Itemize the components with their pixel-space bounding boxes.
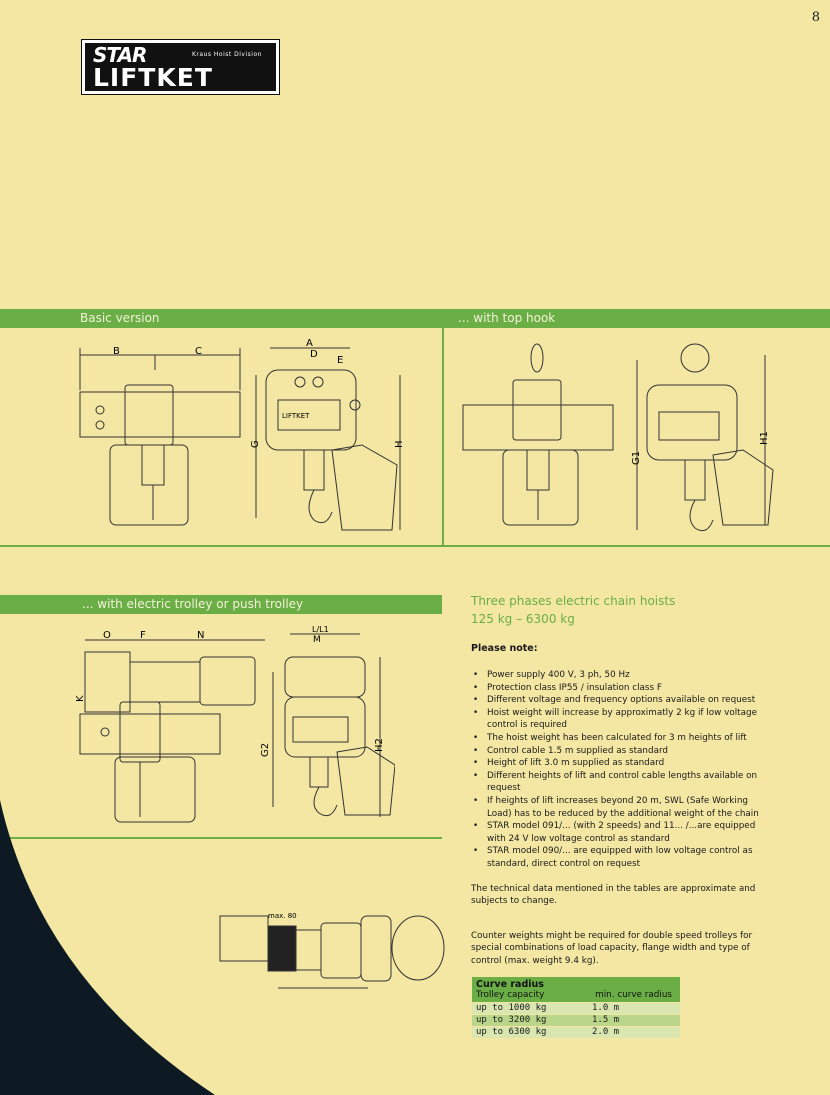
cell-capacity: up to 1000 kg [476, 1003, 547, 1013]
dim-label-n: N [197, 630, 204, 641]
curve-table-title: Curve radius [476, 979, 544, 990]
dim-label-m: M [313, 635, 321, 645]
dim-label-g: G [250, 440, 261, 448]
note-item: The hoist weight has been calculated for… [471, 732, 761, 745]
heading-line1: Three phases electric chain hoists [471, 594, 676, 608]
cell-radius: 2.0 m [592, 1027, 620, 1037]
section-band-top: Basic version ... with top hook [0, 309, 830, 328]
cell-capacity: up to 6300 kg [476, 1027, 547, 1037]
note-item: Control cable 1.5 m supplied as standard [471, 745, 761, 758]
product-heading: Three phases electric chain hoists 125 k… [471, 592, 801, 628]
section-band-trolley: ... with electric trolley or push trolle… [0, 595, 442, 614]
notes-list: Power supply 400 V, 3 ph, 50 HzProtectio… [471, 669, 761, 871]
section-title-top-hook: ... with top hook [458, 311, 556, 325]
table-row: up to 1000 kg 1.0 m [472, 1002, 680, 1014]
logo-tagline: Kraus Hoist Division [192, 51, 262, 58]
note-item: Height of lift 3.0 m supplied as standar… [471, 757, 761, 770]
section-title-basic: Basic version [80, 311, 160, 325]
col-header-capacity: Trolley capacity [476, 990, 545, 1000]
section-rule-top [0, 545, 830, 547]
cell-radius: 1.0 m [592, 1003, 620, 1013]
please-note-title: Please note: [471, 643, 538, 654]
note-item: Different heights of lift and control ca… [471, 770, 761, 795]
cell-radius: 1.5 m [592, 1015, 620, 1025]
dim-label-h2: H2 [374, 738, 385, 752]
dim-label-k: K [75, 695, 86, 702]
note-item: Different voltage and frequency options … [471, 694, 761, 707]
dim-label-h1: H1 [759, 431, 770, 445]
dim-label-b: B [113, 346, 120, 357]
dim-label-c: C [195, 346, 202, 357]
dim-label-e: E [337, 355, 343, 366]
paragraph-counter-weights: Counter weights might be required for do… [471, 931, 753, 966]
note-item: STAR model 090/... are equipped with low… [471, 845, 761, 870]
dim-label-l: L/L1 [312, 625, 329, 634]
section-title-trolley: ... with electric trolley or push trolle… [82, 597, 304, 611]
note-item: STAR model 091/... (with 2 speeds) and 1… [471, 820, 761, 845]
note-item: Hoist weight will increase by approximat… [471, 707, 761, 732]
dim-label-f: F [140, 630, 146, 641]
star-liftket-logo: STAR Kraus Hoist Division LIFTKET [82, 40, 279, 94]
table-row: up to 3200 kg 1.5 m [472, 1014, 680, 1026]
heading-line2: 125 kg – 6300 kg [471, 612, 575, 626]
section-divider [442, 328, 444, 545]
hoist-nameplate: LIFTKET [282, 412, 310, 420]
section-rule-trolley [0, 837, 442, 839]
dim-label-h: H [394, 440, 405, 448]
curve-radius-table: Curve radius Trolley capacity min. curve… [472, 977, 680, 1038]
detail-label-max: max. 80 [268, 912, 297, 920]
cell-capacity: up to 3200 kg [476, 1015, 547, 1025]
basic-version-drawing: B C A D E G H LIFTKET [79, 338, 405, 531]
logo-line2: LIFTKET [93, 63, 213, 92]
dim-label-g2: G2 [260, 743, 271, 757]
dim-label-g1: G1 [631, 451, 642, 465]
curve-table-header: Curve radius Trolley capacity min. curve… [472, 977, 680, 1002]
logo-line1: STAR [93, 43, 147, 67]
note-item: If heights of lift increases beyond 20 m… [471, 795, 761, 820]
page-number: 8 [811, 10, 820, 25]
note-item: Power supply 400 V, 3 ph, 50 Hz [471, 669, 761, 682]
decorative-curve [0, 800, 215, 1095]
top-hook-drawing: G1 H1 [462, 343, 774, 532]
table-row: up to 6300 kg 2.0 m [472, 1026, 680, 1038]
dim-label-o: O [103, 630, 111, 641]
col-header-radius: min. curve radius [595, 990, 672, 1000]
note-item: Protection class IP55 / insulation class… [471, 682, 761, 695]
dim-label-a: A [306, 338, 313, 349]
counterweight-drawing: max. 80 [219, 912, 445, 989]
paragraph-technical-data: The technical data mentioned in the tabl… [471, 884, 756, 907]
dim-label-d: D [310, 349, 318, 360]
trolley-drawing: O F N K L/L1 M G2 H2 [75, 625, 395, 823]
